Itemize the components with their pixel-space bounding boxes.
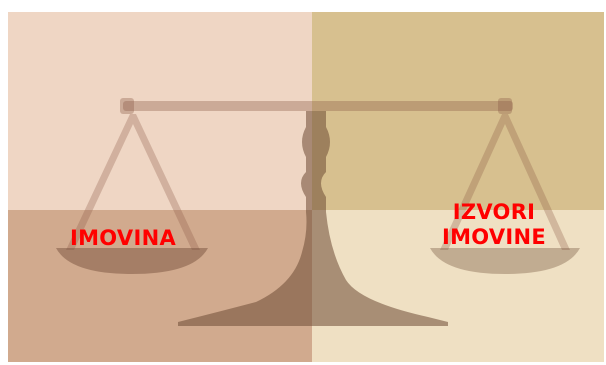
right-pan-label-line2: IMOVINE (419, 225, 569, 250)
scale-beam (123, 101, 513, 111)
scales-icon (8, 12, 604, 362)
right-pan-label: IZVORI IMOVINE (419, 200, 569, 250)
left-pan (56, 248, 208, 274)
beam-left-cap (120, 98, 134, 114)
right-pan-label-line1: IZVORI (419, 200, 569, 225)
left-pan-label: IMOVINA (70, 226, 176, 251)
scale-pillar (178, 111, 448, 326)
right-pan (430, 248, 580, 274)
balance-scale-illustration: IMOVINA IZVORI IMOVINE (8, 12, 604, 362)
beam-right-cap (498, 98, 512, 114)
